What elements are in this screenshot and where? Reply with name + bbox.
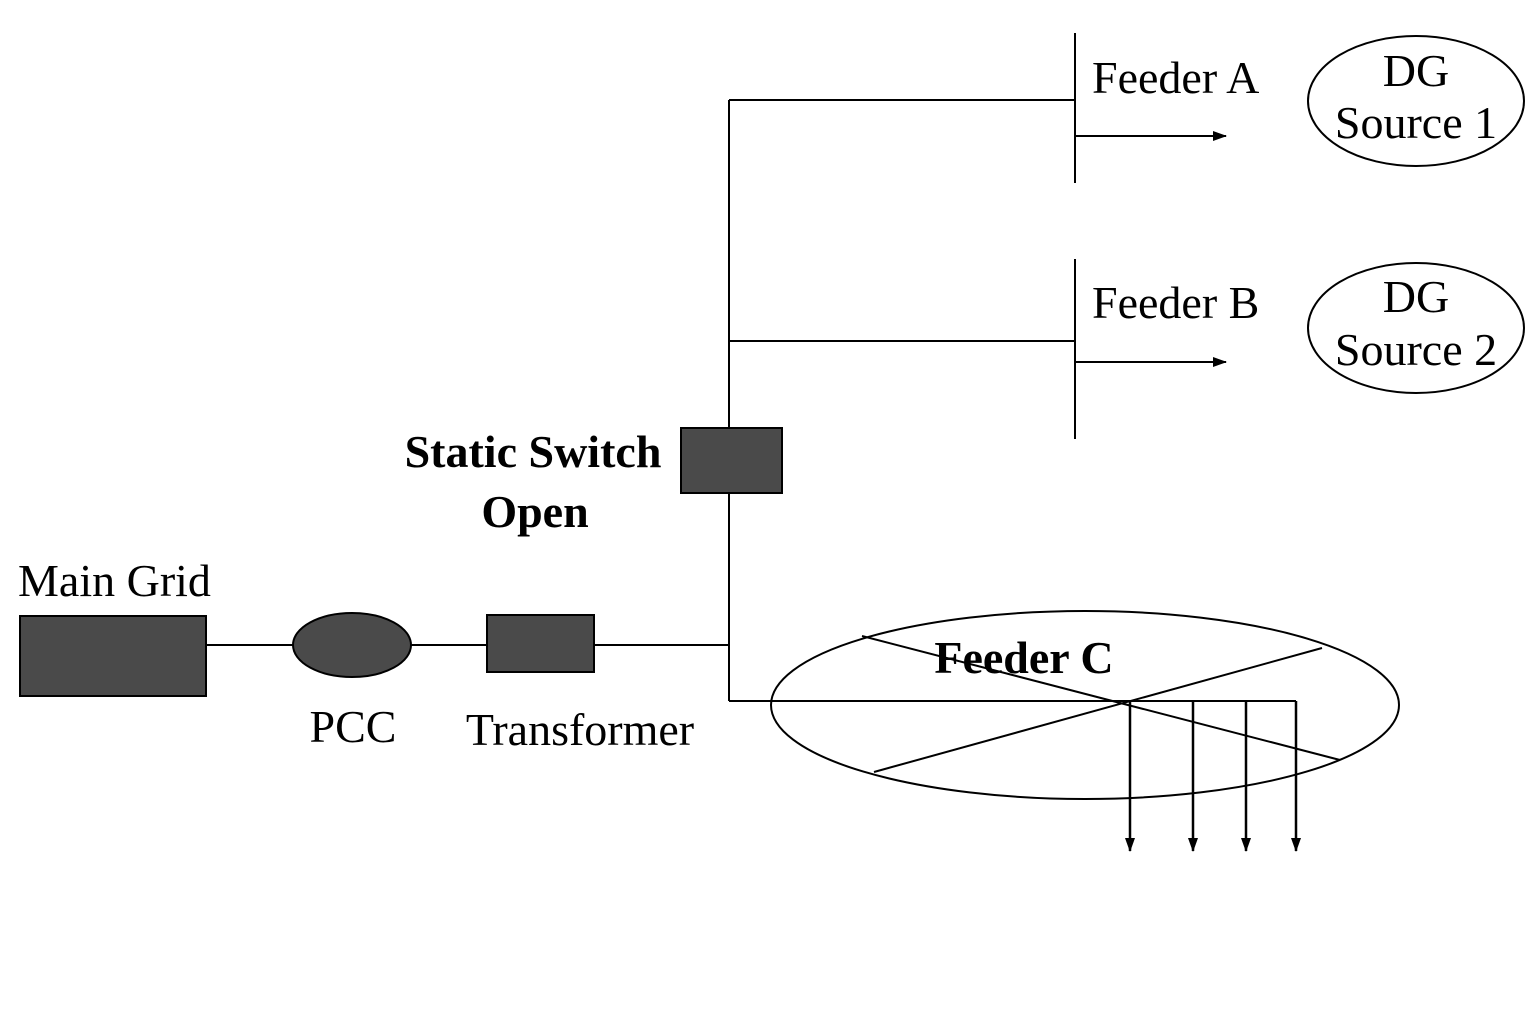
dg-source-2-label-line1: DG [1383,271,1449,322]
main-grid-block [19,615,207,697]
dg-source-1-label-line1: DG [1383,45,1449,96]
pcc-label: PCC [310,701,397,752]
feeder-a-label: Feeder A [1092,52,1259,103]
pcc-node [292,612,412,678]
dg-source-1-node [1307,35,1525,167]
dg-source-2-label-line2: Source 2 [1335,324,1497,375]
feeder-c-label: Feeder C [934,632,1113,683]
main-grid-label: Main Grid [18,555,211,606]
feeder-c-divider-2 [873,647,1323,773]
static-switch-label: Static Switch [405,426,662,477]
feeder-b-label: Feeder B [1092,277,1259,328]
dg-source-1-label-line2: Source 1 [1335,97,1497,148]
transformer-label: Transformer [466,704,694,755]
static-switch-state-label: Open [481,486,588,537]
feeder-c-divider-1 [861,635,1341,761]
static-switch-block [680,427,783,494]
feeder-c-zone [770,610,1400,800]
dg-source-2-node [1307,262,1525,394]
transformer-block [486,614,595,673]
